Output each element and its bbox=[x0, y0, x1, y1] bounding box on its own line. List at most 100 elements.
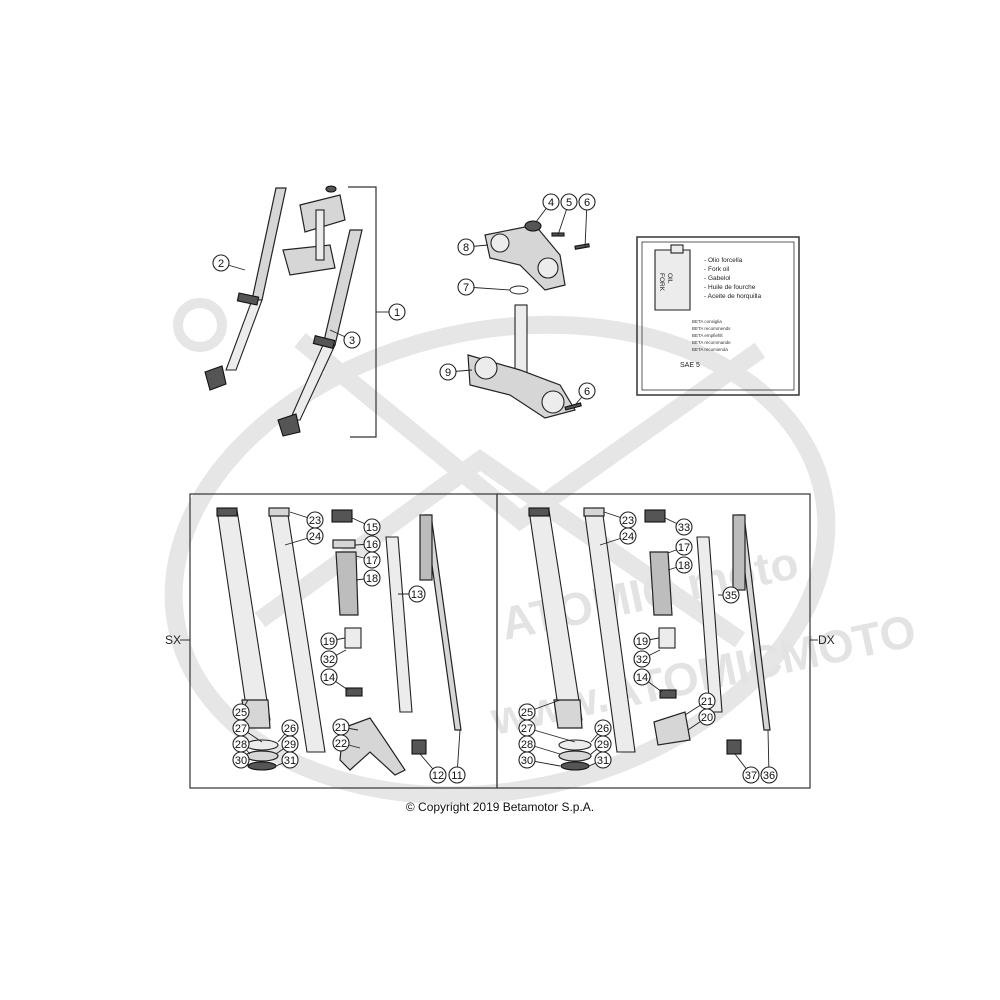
callout-circle bbox=[742, 766, 760, 784]
callout-circle bbox=[698, 708, 716, 726]
callout-circle bbox=[633, 650, 651, 668]
triple-clamp-assembly bbox=[282, 185, 346, 276]
callout-sx-11: 11 bbox=[448, 729, 466, 784]
callout-sx-18: 18 bbox=[355, 569, 381, 587]
callout-dx-20: 20 bbox=[687, 708, 716, 731]
callout-number: 30 bbox=[521, 755, 533, 767]
callout-c-top-4: 4 bbox=[535, 193, 560, 223]
callout-number: 19 bbox=[323, 636, 335, 648]
callout-number: 24 bbox=[309, 531, 321, 543]
callout-circle bbox=[675, 538, 693, 556]
callout-number: 23 bbox=[309, 515, 321, 527]
callout-number: 22 bbox=[335, 738, 347, 750]
callout-number: 24 bbox=[622, 531, 634, 543]
callout-dx-25: 25 bbox=[518, 699, 561, 721]
callout-dx-36: 36 bbox=[760, 729, 778, 784]
callout-circle bbox=[675, 556, 693, 574]
callout-circle bbox=[232, 751, 250, 769]
callout-circle bbox=[675, 518, 693, 536]
callout-sx-30: 30 bbox=[232, 751, 251, 769]
callout-circle bbox=[320, 668, 338, 686]
callout-number: 6 bbox=[584, 197, 590, 209]
callout-number: 9 bbox=[445, 367, 451, 379]
callout-circle bbox=[320, 632, 338, 650]
oil-line-3: - Huile de fourche bbox=[704, 284, 756, 291]
callout-circle bbox=[212, 254, 230, 272]
callout-sx-15: 15 bbox=[351, 517, 381, 536]
callout-circle bbox=[518, 751, 536, 769]
callout-number: 21 bbox=[335, 722, 347, 734]
callout-circle bbox=[439, 363, 457, 381]
callout-c-top-3: 3 bbox=[329, 329, 361, 349]
callout-number: 27 bbox=[521, 723, 533, 735]
callout-number: 29 bbox=[284, 739, 296, 751]
callout-dx-27: 27 bbox=[518, 719, 576, 743]
callout-dx-17: 17 bbox=[667, 538, 693, 556]
callout-number: 12 bbox=[432, 770, 444, 782]
callout-dx-35: 35 bbox=[718, 586, 740, 604]
oil-line-1: - Fork oil bbox=[704, 266, 730, 273]
callout-circle bbox=[760, 766, 778, 784]
callout-c-top-1: 1 bbox=[386, 303, 406, 321]
callout-sx-28: 28 bbox=[232, 735, 251, 755]
callout-number: 25 bbox=[235, 707, 247, 719]
callout-dx-29: 29 bbox=[590, 735, 612, 755]
oil-grade: SAE 5 bbox=[680, 362, 700, 369]
fork-leg-right bbox=[277, 229, 363, 437]
callout-sx-32: 32 bbox=[320, 649, 347, 668]
callout-dx-37: 37 bbox=[734, 753, 760, 784]
callout-number: 37 bbox=[745, 770, 757, 782]
callout-number: 18 bbox=[366, 573, 378, 585]
oil-can-label-2: OIL bbox=[666, 273, 673, 284]
callout-dx-24: 24 bbox=[599, 527, 637, 546]
callout-number: 13 bbox=[411, 589, 423, 601]
callout-number: 1 bbox=[394, 307, 400, 319]
callout-c-top-2: 2 bbox=[212, 254, 246, 272]
copyright-notice: © Copyright 2019 Betamotor S.p.A. bbox=[406, 800, 594, 814]
callout-dx-32: 32 bbox=[633, 649, 661, 668]
oil-small-2: BETA empfiehlt bbox=[692, 333, 723, 338]
callout-number: 2 bbox=[218, 258, 224, 270]
callout-sx-25: 25 bbox=[232, 699, 250, 721]
callout-number: 5 bbox=[566, 197, 572, 209]
callout-dx-14: 14 bbox=[633, 668, 663, 693]
oil-small-3: BETA recommande bbox=[692, 340, 731, 345]
callout-c-top-5: 5 bbox=[557, 193, 578, 236]
callout-number: 14 bbox=[636, 672, 648, 684]
callout-number: 16 bbox=[366, 539, 378, 551]
callout-number: 32 bbox=[323, 654, 335, 666]
dx-frame bbox=[496, 493, 811, 789]
callout-circle bbox=[281, 751, 299, 769]
callout-sx-21: 21 bbox=[332, 718, 359, 736]
callout-number: 6 bbox=[584, 386, 590, 398]
dx-parts bbox=[528, 507, 771, 771]
callout-number: 14 bbox=[323, 672, 335, 684]
callout-circle bbox=[633, 668, 651, 686]
callout-circle bbox=[633, 632, 651, 650]
callout-number: 7 bbox=[463, 282, 469, 294]
callout-dx-19: 19 bbox=[633, 632, 660, 650]
callout-number: 8 bbox=[463, 242, 469, 254]
callout-number: 19 bbox=[636, 636, 648, 648]
callout-c-top-6b: 6 bbox=[574, 382, 596, 406]
callout-sx-19: 19 bbox=[320, 632, 346, 650]
callout-circle bbox=[388, 303, 406, 321]
callout-number: 36 bbox=[763, 770, 775, 782]
callout-dx-23: 23 bbox=[603, 511, 637, 529]
callout-number: 31 bbox=[597, 755, 609, 767]
callout-circle bbox=[578, 382, 596, 400]
callout-number: 20 bbox=[701, 712, 713, 724]
callout-sx-26: 26 bbox=[277, 719, 299, 743]
callout-sx-13: 13 bbox=[398, 585, 426, 603]
oil-line-2: - Gabelol bbox=[704, 275, 731, 282]
callout-dx-30: 30 bbox=[518, 751, 561, 769]
dx-label: DX bbox=[818, 633, 835, 647]
fork-oil-box: FORK OIL - Olio forcella - Fork oil - Ga… bbox=[636, 236, 800, 396]
callout-circle bbox=[343, 331, 361, 349]
callout-number: 26 bbox=[284, 723, 296, 735]
callout-number: 15 bbox=[366, 522, 378, 534]
callout-number: 29 bbox=[597, 739, 609, 751]
callout-number: 27 bbox=[235, 723, 247, 735]
callout-number: 33 bbox=[678, 522, 690, 534]
